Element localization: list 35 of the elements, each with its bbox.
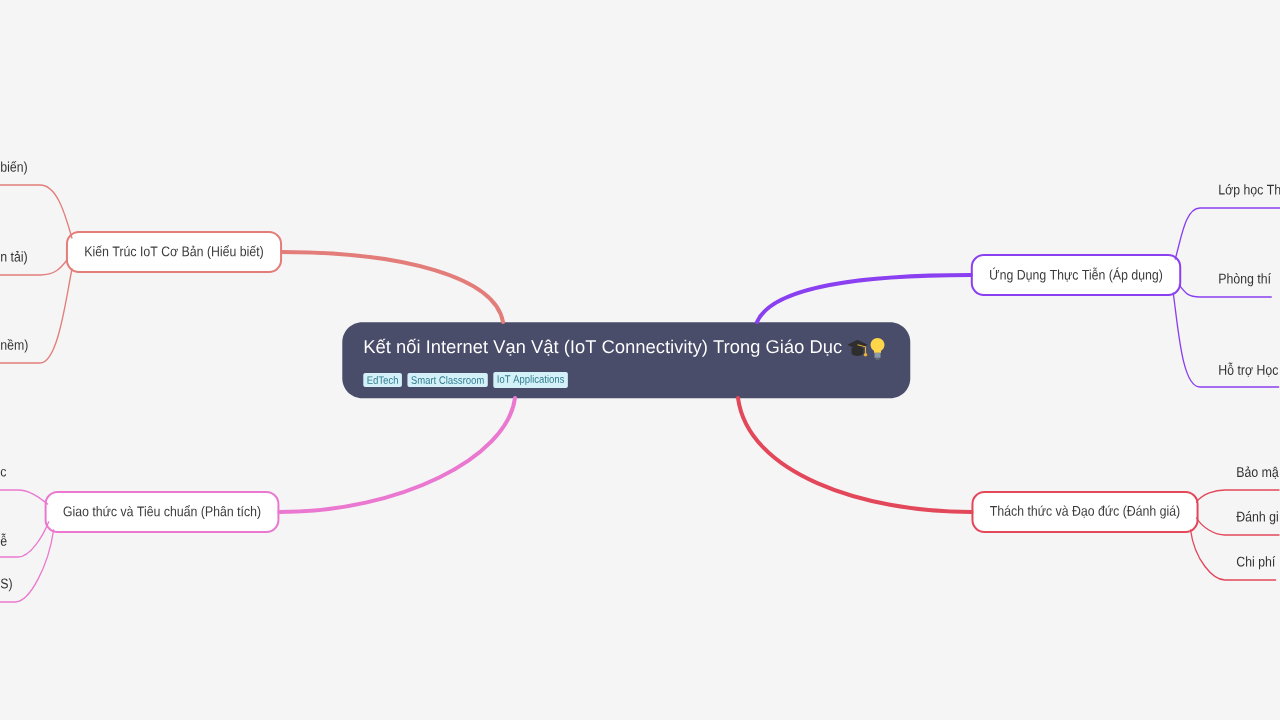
branch-line bbox=[1178, 284, 1272, 298]
subtopic-text: Phòng thí bbox=[1219, 273, 1271, 287]
subtopic-text: ễ bbox=[0, 533, 7, 546]
branch-line bbox=[0, 521, 50, 558]
branch-line bbox=[0, 489, 49, 505]
tag: IoT Applications bbox=[493, 372, 568, 388]
branch-line bbox=[277, 396, 517, 514]
branch-line bbox=[1195, 517, 1280, 536]
topic-box: Giao thức và Tiêu chuẩn (Phân tích) bbox=[44, 491, 280, 533]
topic-box: Ứng Dụng Thực Tiễn (Áp dụng) bbox=[970, 254, 1182, 296]
subtopic-text: Chi phí bbox=[1236, 556, 1276, 570]
branch-line bbox=[0, 268, 73, 364]
subtopic-text: Đánh gi bbox=[1236, 511, 1278, 525]
topic-box: Thách thức và Đạo đức (Đánh giá) bbox=[971, 491, 1199, 533]
branch-line bbox=[755, 273, 973, 324]
subtopic-text: nềm) bbox=[1, 338, 28, 353]
tag: EdTech bbox=[363, 373, 402, 387]
branch-line bbox=[0, 529, 55, 603]
subtopic-text: c bbox=[0, 468, 7, 477]
branch-line bbox=[280, 250, 505, 324]
branch-line bbox=[0, 184, 73, 239]
subtopic-text: S) bbox=[0, 578, 12, 592]
branch-line bbox=[1174, 207, 1280, 260]
branch-line bbox=[1195, 489, 1280, 503]
subtopic-text: Hỗ trợ Học bbox=[1219, 362, 1279, 377]
subtopic-text: Bảo mậ bbox=[1237, 466, 1279, 479]
branch-line bbox=[1172, 292, 1280, 388]
subtopic-text: Lớp học Th bbox=[1219, 184, 1280, 198]
subtopic-text: n tải) bbox=[1, 251, 27, 265]
subtopic-text: biến) bbox=[1, 160, 27, 175]
tag: Smart Classroom bbox=[407, 373, 488, 387]
branch-line bbox=[736, 396, 974, 514]
branch-line bbox=[1189, 529, 1277, 581]
branch-line bbox=[0, 259, 68, 276]
topic-box: Kiến Trúc IoT Cơ Bản (Hiểu biết) bbox=[65, 231, 283, 273]
